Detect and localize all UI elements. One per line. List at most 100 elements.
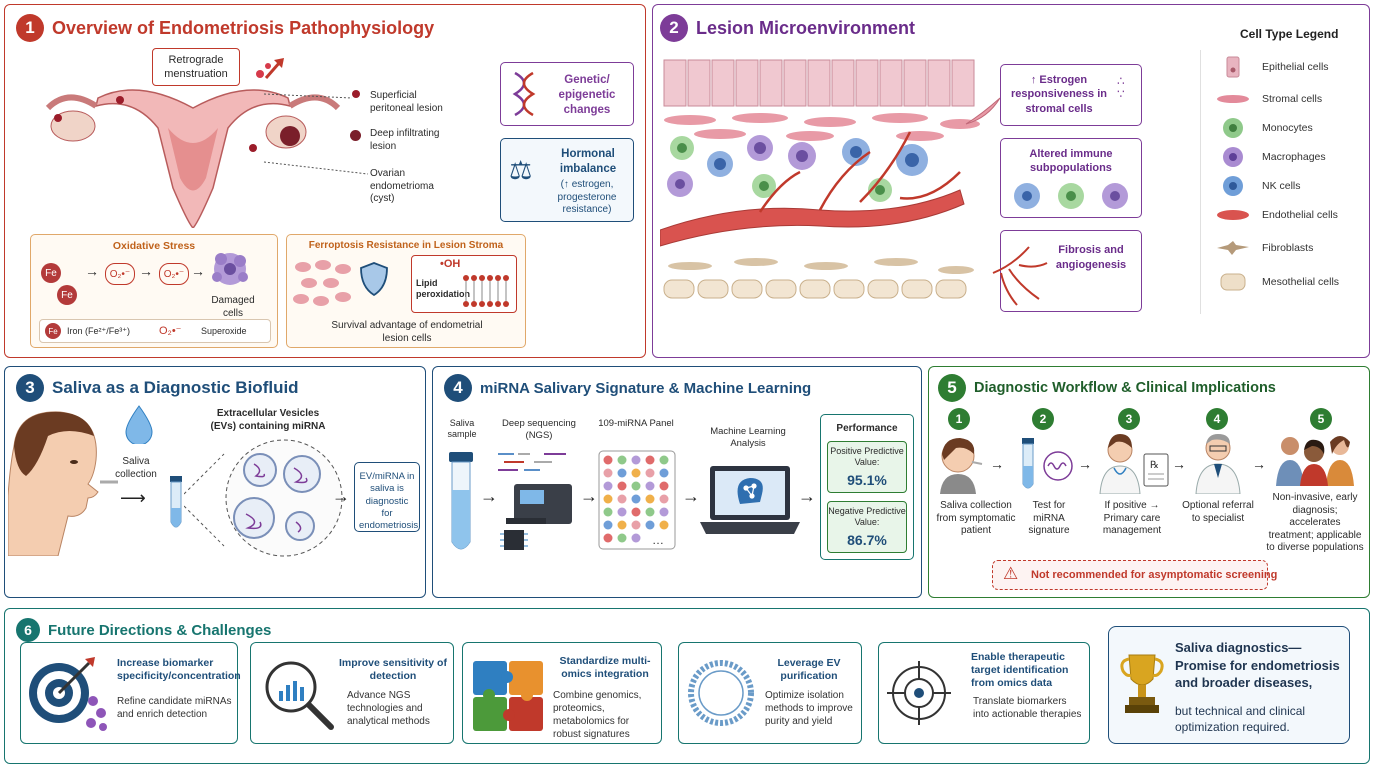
step-3-number: 3 [1118,408,1140,430]
lipid-bilayer-icon [463,275,509,307]
step-1-number: 1 [948,408,970,430]
mirna-dot [603,481,613,491]
mirna-dot [659,468,669,478]
genetic-label: Genetic/ epigenetic changes [558,74,616,116]
doctor-icon: ℞ [1099,434,1169,494]
panel3-number: 3 [16,374,44,402]
arrow-icon-2: → [139,263,153,279]
iron-icon: Fe [41,263,61,283]
estrogen-box: ↑ Estrogen responsiveness in stromal cel… [1000,64,1142,126]
magnifier-icon [265,661,334,730]
mirna-dot [645,494,655,504]
arrow-icon: → [85,263,99,279]
ferroptosis-title: Ferroptosis Resistance in Lesion Stroma [308,240,504,251]
deep-sequencing-label: Deep sequencing (NGS) [502,418,576,441]
ev-zoom-illustration [184,439,343,557]
future-card-multiomics: Standardize multi-omics integration Comb… [462,642,662,744]
mirna-dot [617,520,627,530]
panel5-title-text: Diagnostic Workflow & Clinical Implicati… [974,380,1276,396]
scale-icon: ⚖ [509,155,533,185]
mesothelial-cell-icon [1216,271,1250,293]
card-description: Optimize isolation methods to improve pu… [765,690,853,727]
ev-label: Extracellular Vesicles (EVs) containing … [210,408,326,432]
mirna-dot [659,481,669,491]
arrow-right-icon-2: → [332,486,350,506]
panel2-title-text: Lesion Microenvironment [696,17,916,38]
swab-icon [100,480,118,484]
epithelial-cell-icon [1216,56,1250,78]
hormonal-title: Hormonal imbalance [559,148,617,175]
hormone-dots-icon: ∴∵ [1117,74,1127,102]
ppv-box: Positive Predictive Value: 95.1% [827,441,907,493]
mirna-dot [631,481,641,491]
superoxide-bubble-2: O₂•⁻ [159,263,189,285]
mirna-dot [645,468,655,478]
npv-box: Negative Predictive Value: 86.7% [827,501,907,553]
arrow-right-icon-10: → [1252,456,1266,472]
panel2-number: 2 [660,14,688,42]
stroma-cells-icon [293,260,351,306]
lipid-peroxidation-box: •OH Lipid peroxidation [411,255,517,313]
mirna-dot [603,520,613,530]
panel4-title: 4 miRNA Salivary Signature & Machine Lea… [444,374,811,402]
shield-icon [360,262,388,297]
conclusion-title: Saliva diagnostics— Promise for endometr… [1175,640,1340,691]
panel5-title: 5 Diagnostic Workflow & Clinical Implica… [938,374,1276,402]
sequencer-icon [498,453,572,550]
lipid-peroxidation-label: Lipid peroxidation [416,278,471,299]
diagnostic-result-box: EV/miRNA in saliva is diagnostic for end… [354,462,420,532]
patient-face-illustration [8,411,99,556]
oxidative-stress-box: Oxidative Stress Fe Fe → O₂•⁻ → O₂•⁻ → D… [30,234,278,348]
panel2-title: 2 Lesion Microenvironment [660,14,915,42]
mirna-panel-label: 109-miRNA Panel [598,418,674,429]
legend-fibroblasts: Fibroblasts [1216,237,1313,259]
superoxide-legend-label: Superoxide [201,326,247,336]
damaged-cell-icon [212,253,248,285]
legend-label: Mesothelial cells [1262,276,1340,288]
legend-label: Macrophages [1262,151,1326,163]
mirna-panel-grid: … [598,450,676,550]
saliva-sample-label: Saliva sample [447,418,477,440]
step-5-label: Non-invasive, early diagnosis; accelerat… [1266,492,1364,553]
mirna-dot [603,468,613,478]
ovarian-lesion-label: Ovarian endometrioma (cyst) [370,168,434,204]
card-description: Advance NGS technologies and analytical … [347,690,430,727]
fibrosis-label: Fibrosis and angiogenesis [1055,244,1127,271]
deep-lesion-dot [350,130,361,141]
mirna-dot [659,507,669,517]
retrograde-menstruation-box: Retrograde menstruation [152,48,240,86]
mirna-dot [645,455,655,465]
sample-tube-icon [170,476,182,528]
legend-label: Monocytes [1262,122,1313,134]
mirna-dot [603,533,613,543]
monocyte-icon [1216,117,1250,139]
future-card-ev: Leverage EV purification Optimize isolat… [678,642,862,744]
iron-legend-icon: Fe [45,323,61,339]
future-card-therapeutic: Enable therapeutic target identification… [878,642,1090,744]
legend-stromal: Stromal cells [1216,88,1322,110]
arrow-icon-3: → [191,263,205,279]
panel5-number: 5 [938,374,966,402]
mirna-dot [617,507,627,517]
damaged-cells-label: Damaged cells [211,295,255,319]
mirna-dot [603,507,613,517]
npv-label: Negative Predictive Value: [828,506,906,528]
stromal-cell-icon [1216,88,1250,110]
mirna-dot [617,481,627,491]
step-5-number: 5 [1310,408,1332,430]
sample-tube-icon-2 [449,452,473,550]
arrow-right-icon-7: → [990,456,1004,472]
arrow-right-icon-6: → [798,486,816,506]
svg-text:℞: ℞ [1150,460,1159,471]
card-title: Increase biomarker specificity/concentra… [117,657,241,683]
puzzle-icon [473,661,543,731]
immune-box: Altered immune subpopulations [1000,138,1142,218]
ferroptosis-box: Ferroptosis Resistance in Lesion Stroma … [286,234,526,348]
legend-label: NK cells [1262,180,1301,192]
legend-title: Cell Type Legend [1240,27,1339,41]
dna-icon [512,71,536,117]
superficial-lesion-label: Superficial peritoneal lesion [370,90,443,114]
test-icon [1022,438,1073,489]
fibrosis-box: Fibrosis and angiogenesis [992,230,1142,312]
immune-cells-icon [1014,183,1128,209]
